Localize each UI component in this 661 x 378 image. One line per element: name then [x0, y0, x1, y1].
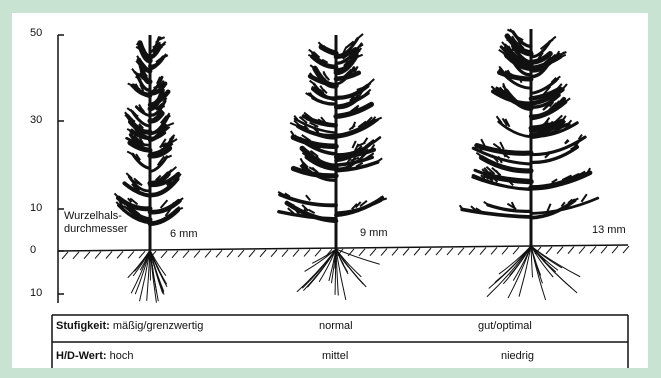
annotation-line1: Wurzelhals-	[64, 210, 122, 222]
diameter-label-tree-1: 6 mm	[170, 228, 198, 240]
hd-value-1: hoch	[110, 350, 134, 362]
axis-tick-50: 50	[30, 27, 50, 39]
axis-tick-10: 10	[30, 202, 50, 214]
hd-row: H/D-Wert: hoch	[56, 350, 133, 362]
annotation-line2: durchmesser	[64, 223, 128, 235]
stufigkeit-value-2: normal	[319, 320, 353, 332]
tree-1	[115, 35, 184, 303]
stufigkeit-row: Stufigkeit: mäßig/grenzwertig	[56, 320, 203, 332]
axis-tick-10-below: 10	[30, 287, 50, 299]
stufigkeit-label: Stufigkeit:	[56, 320, 110, 332]
tree-2	[278, 34, 387, 300]
stufigkeit-value-3: gut/optimal	[478, 320, 532, 332]
stufigkeit-value-1: mäßig/grenzwertig	[113, 320, 203, 332]
diameter-label-tree-2: 9 mm	[360, 227, 388, 239]
hd-value-3: niedrig	[501, 350, 534, 362]
axis-tick-30: 30	[30, 114, 50, 126]
hd-value-2: mittel	[322, 350, 348, 362]
hd-label: H/D-Wert:	[56, 350, 107, 362]
tree-illustration	[12, 13, 648, 368]
diagram-panel: 50 30 10 0 10 Wurzelhals- durchmesser 6 …	[12, 13, 648, 368]
axis-tick-0: 0	[30, 244, 50, 256]
diameter-label-tree-3: 13 mm	[592, 224, 626, 236]
tree-3	[460, 29, 598, 300]
